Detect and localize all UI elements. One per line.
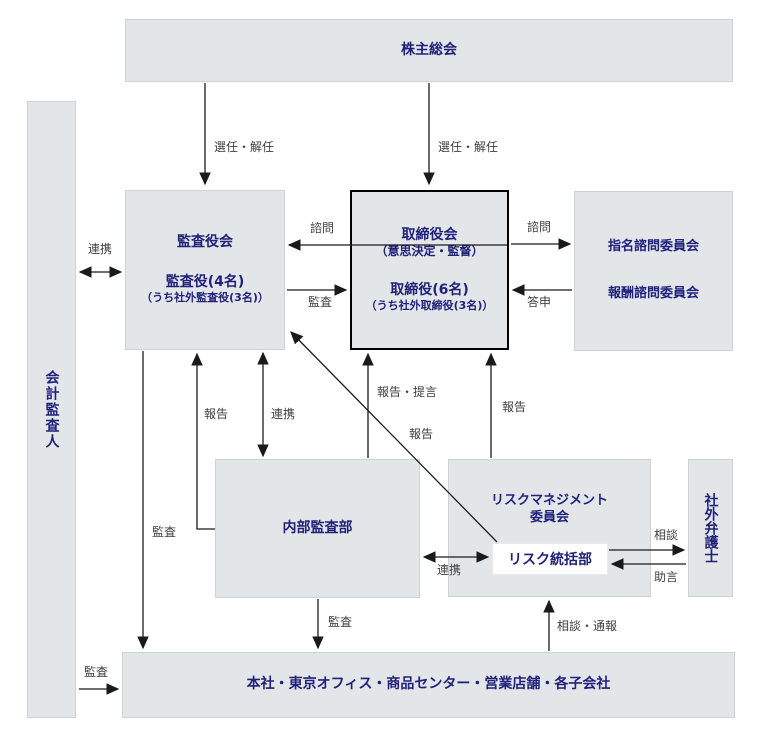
cooperation-label-auditor: 連携 (88, 242, 113, 256)
report-proposal-label: 報告・提言 (377, 385, 438, 399)
risk-committee-title-line2: 委員会 (529, 509, 569, 525)
report-arrow-internal-to-auditboard (191, 352, 215, 530)
external-lawyer-box: 社外弁護士 (688, 459, 733, 597)
audit-label-auditboard-directors: 監査 (308, 295, 333, 309)
risk-management-committee-box: リスクマネジメント 委員会 (448, 459, 651, 597)
internal-audit-box: 内部監査部 (215, 459, 420, 598)
cooperation-label-risk: 連携 (437, 563, 462, 577)
board-of-directors-note: （うち社外取締役(3名)） (365, 299, 494, 313)
risk-committee-title-line1: リスクマネジメント (490, 493, 608, 508)
offices-box: 本社・東京オフィス・商品センター・営業店舗・各子会社 (122, 652, 735, 718)
shareholders-meeting-label: 株主総会 (401, 41, 457, 58)
risk-control-department-label: リスク統括部 (508, 552, 592, 568)
cooperation-label-internal: 連携 (271, 407, 296, 421)
appointment-dismissal-label-right: 選任・解任 (438, 140, 499, 154)
accounting-auditor-label: 会計監査人 (43, 369, 60, 450)
compensation-committee-label: 報酬諮問委員会 (607, 286, 699, 301)
report-label-internal-auditboard: 報告 (204, 407, 229, 421)
audit-label-auditboard-offices: 監査 (152, 525, 177, 539)
internal-audit-label: 内部監査部 (282, 519, 353, 536)
board-of-directors-subtitle: （意思決定・監督） (375, 244, 484, 259)
offices-label: 本社・東京オフィス・商品センター・営業店舗・各子会社 (246, 676, 611, 693)
accounting-auditor-box: 会計監査人 (27, 101, 76, 718)
external-lawyer-label: 社外弁護士 (702, 493, 719, 563)
advisory-committees-box: 指名諮問委員会 報酬諮問委員会 (574, 191, 733, 351)
consultation-label-right: 諮問 (527, 220, 552, 234)
report-label-diagonal: 報告 (409, 427, 434, 441)
consult-whistleblow-label: 相談・通報 (557, 619, 618, 633)
nomination-committee-label: 指名諮問委員会 (607, 239, 699, 255)
board-of-directors-title: 取締役会 (401, 226, 458, 243)
audit-board-note: （うち社外監査役(3名)） (141, 291, 269, 305)
board-of-directors-members: 取締役(6名) (390, 281, 469, 298)
audit-label-internal-offices: 監査 (328, 615, 353, 629)
board-of-directors-box: 取締役会 （意思決定・監督） 取締役(6名) （うち社外取締役(3名)） (350, 190, 509, 350)
report-label-riskcommittee: 報告 (502, 400, 527, 414)
advice-label: 助言 (654, 570, 679, 584)
audit-label-auditor-offices: 監査 (84, 665, 109, 679)
appointment-dismissal-label-left: 選任・解任 (214, 140, 275, 154)
report-back-label: 答申 (527, 295, 552, 309)
audit-board-members: 監査役(4名) (165, 273, 245, 290)
consultation-label-left: 諮問 (310, 221, 335, 235)
audit-board-title: 監査役会 (177, 234, 233, 251)
shareholders-meeting-box: 株主総会 (125, 19, 733, 82)
risk-control-department-box: リスク統括部 (492, 543, 608, 575)
consult-label-lawyer: 相談 (654, 528, 679, 542)
audit-board-box: 監査役会 監査役(4名) （うち社外監査役(3名)） (125, 190, 285, 350)
